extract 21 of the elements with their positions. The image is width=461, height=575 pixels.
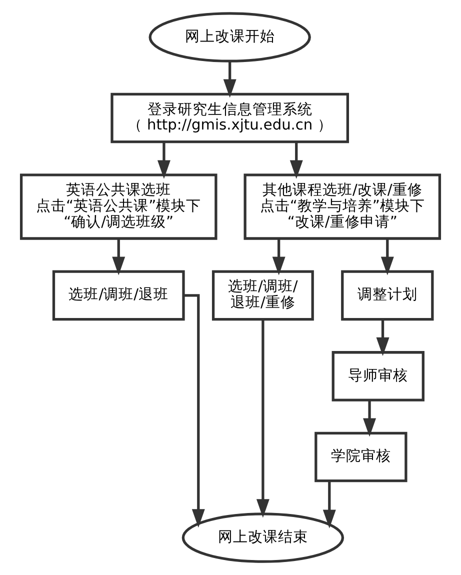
node-box: 登录研究生信息管理系统 （ http://gmis.xjtu.edu.cn ） xyxy=(110,92,349,144)
arrow xyxy=(256,320,270,518)
arrow xyxy=(157,142,170,179)
node-box: 英语公共课选班 点击“英语公共课”模块下 “确认/调选班级” xyxy=(20,174,218,240)
arrow xyxy=(376,320,390,356)
arrow xyxy=(272,238,286,276)
node-ellipse: 网上改课结束 xyxy=(182,512,344,563)
node-box: 学院审核 xyxy=(314,432,408,482)
arrow xyxy=(223,61,236,98)
arrow xyxy=(380,238,394,276)
node-box: 调整计划 xyxy=(341,270,434,321)
arrow xyxy=(112,238,126,276)
arrow xyxy=(290,142,303,179)
node-box: 导师审核 xyxy=(332,351,424,402)
node-box: 其他课程选班/改课/重修 点击“教学与培养”模块下 “改课/重修申请” xyxy=(244,174,442,240)
arrow xyxy=(322,481,336,528)
node-ellipse: 网上改课开始 xyxy=(148,12,311,62)
arrow xyxy=(184,294,205,528)
arrow xyxy=(363,400,376,437)
node-box: 选班/调班/退班/重修 xyxy=(212,270,314,321)
node-box: 选班/调班/退班 xyxy=(52,270,185,321)
